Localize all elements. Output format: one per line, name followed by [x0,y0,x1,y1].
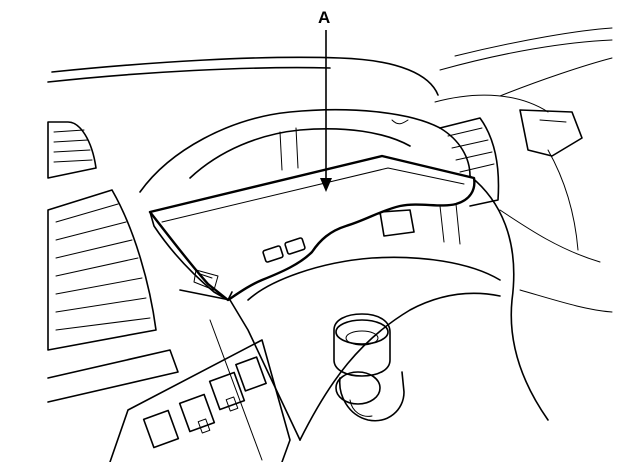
cover-switch-right [284,237,306,255]
center-console [179,256,501,461]
left-center-vent [47,189,179,403]
right-vent [439,109,583,207]
right-panel-lines [469,149,613,421]
callout-a-arrow [320,30,332,192]
meter-hood [139,108,471,193]
callout-a-label: A [318,8,331,27]
ignition-knob [333,313,405,422]
instrument-panel-upper-cover [148,154,476,302]
dash-top-outline [47,27,613,113]
switch-panel [109,339,291,463]
cover-switch-left [262,245,284,263]
left-corner-vent [47,121,97,179]
